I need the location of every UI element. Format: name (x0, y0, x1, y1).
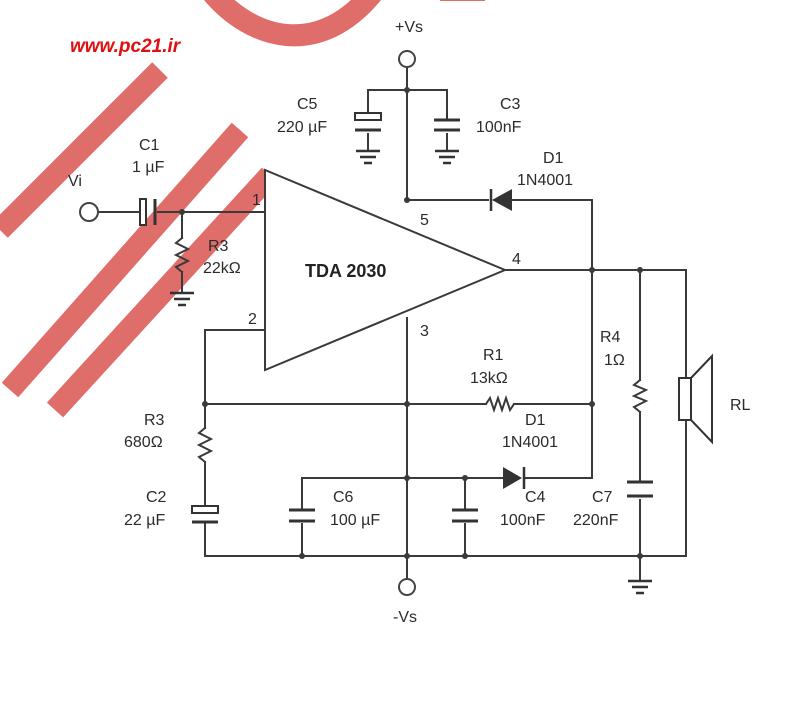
d1-bottom-value-label: 1N4001 (502, 434, 558, 451)
capacitor-c3-symbol (434, 113, 460, 132)
c7-value-label: 220nF (573, 512, 619, 529)
r3-feedback-ref-label: R3 (144, 412, 165, 429)
diode-d1-bottom-symbol (503, 467, 526, 489)
d1-bottom-ref-label: D1 (525, 412, 546, 429)
resistor-r3-feedback-symbol (196, 426, 214, 464)
capacitor-c5-symbol (354, 112, 382, 132)
capacitor-c2-symbol (191, 505, 219, 524)
c2-ref-label: C2 (146, 489, 167, 506)
pin-2-label: 2 (248, 311, 257, 328)
speaker-icon (678, 353, 713, 445)
resistor-r4-symbol (631, 378, 649, 414)
wires (97, 67, 687, 581)
negative-supply-label: -Vs (393, 609, 417, 626)
r1-ref-label: R1 (483, 347, 504, 364)
diode-d1-top-symbol (489, 189, 512, 211)
resistor-r1-symbol (484, 394, 516, 414)
c5-ref-label: C5 (297, 96, 318, 113)
d1-top-ref-label: D1 (543, 150, 564, 167)
c4-value-label: 100nF (500, 512, 546, 529)
r3-input-ref-label: R3 (208, 238, 229, 255)
ground-symbol-c5 (356, 149, 380, 165)
resistor-r3-input-symbol (173, 236, 191, 274)
r3-input-value-label: 22kΩ (203, 260, 241, 277)
r4-ref-label: R4 (600, 329, 621, 346)
ground-symbol-input (170, 291, 194, 307)
input-terminal (79, 202, 99, 222)
junction-dots (179, 87, 643, 559)
watermark-url: www.pc21.ir (70, 36, 182, 57)
r4-value-label: 1Ω (604, 352, 625, 369)
capacitor-c6-symbol (289, 508, 315, 523)
c7-ref-label: C7 (592, 489, 613, 506)
c1-ref-label: C1 (139, 137, 160, 154)
input-label: Vi (68, 173, 82, 190)
d1-top-value-label: 1N4001 (517, 172, 573, 189)
positive-supply-label: +Vs (395, 19, 423, 36)
r1-value-label: 13kΩ (470, 370, 508, 387)
watermark-strokes (0, 0, 485, 418)
c5-value-label: 220 µF (277, 119, 327, 136)
c6-ref-label: C6 (333, 489, 354, 506)
pin-4-label: 4 (512, 251, 521, 268)
c6-value-label: 100 µF (330, 512, 380, 529)
rl-ref-label: RL (730, 397, 751, 414)
negative-supply-terminal (398, 578, 416, 596)
pin-5-label: 5 (420, 212, 429, 229)
tda2030-amplifier-symbol (264, 168, 508, 372)
pin-1-label: 1 (252, 192, 261, 209)
ic-name-label: TDA 2030 (305, 261, 386, 281)
capacitor-c7-symbol (627, 480, 653, 498)
c3-value-label: 100nF (476, 119, 522, 136)
c4-ref-label: C4 (525, 489, 546, 506)
c2-value-label: 22 µF (124, 512, 165, 529)
c1-value-label: 1 µF (132, 159, 165, 176)
capacitor-c1-symbol (139, 198, 157, 226)
r3-feedback-value-label: 680Ω (124, 434, 163, 451)
pin-3-label: 3 (420, 323, 429, 340)
ground-symbol-output (628, 579, 652, 595)
c3-ref-label: C3 (500, 96, 521, 113)
positive-supply-terminal (398, 50, 416, 68)
ground-symbol-c3 (435, 149, 459, 165)
capacitor-c4-symbol (452, 508, 478, 523)
